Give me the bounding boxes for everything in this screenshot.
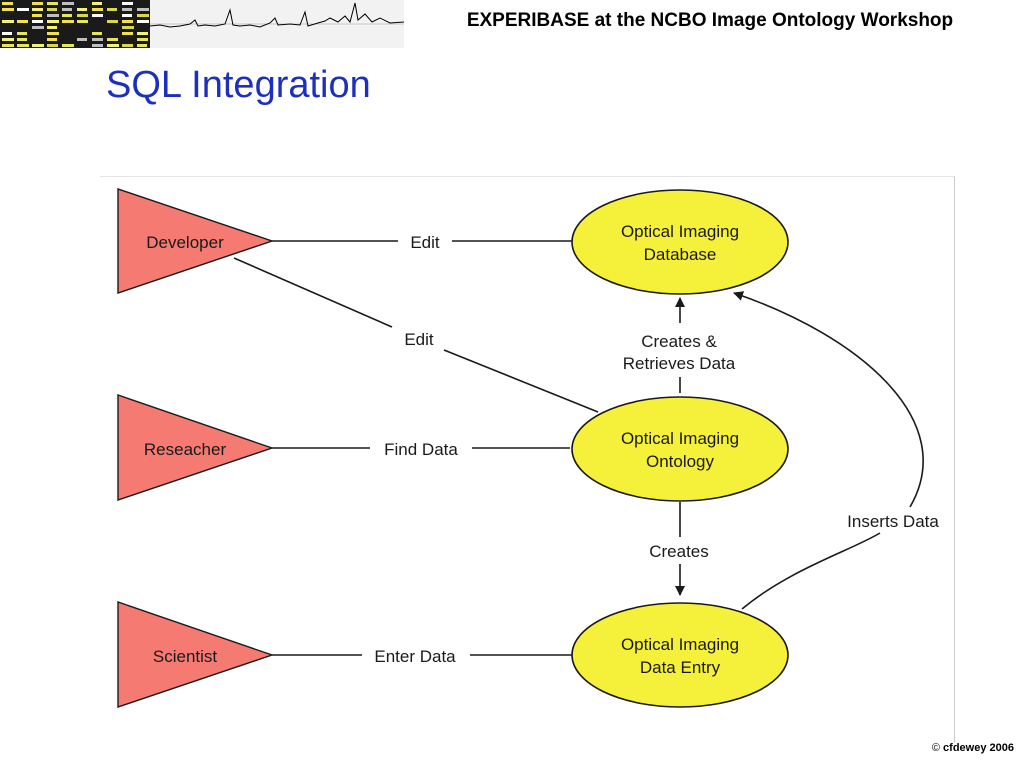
slide-title: SQL Integration [106,64,371,106]
blot-cell [47,14,59,17]
blot-cell [107,38,118,41]
blot-cell [2,20,14,23]
blot-cell [32,44,44,47]
blot-cell [137,44,147,47]
blot-cell [32,20,43,23]
edge-entry-database-lower [741,532,881,610]
edge-label-developer-ontology: Edit [404,330,434,349]
blot-cell [2,2,13,5]
blot-cell [17,32,27,35]
edge-developer-ontology-upper [233,257,393,328]
banner-graphic [0,0,404,48]
researcher-actor-shape [117,394,275,501]
copyright-mark: © [931,742,940,754]
blot-cell [122,14,132,17]
spectrum-trace [149,2,404,28]
ontology-label-line2: Ontology [646,452,715,471]
ontology-node-shape [571,396,789,502]
blot-cell [77,20,88,23]
blot-cell [32,26,44,29]
blot-cell [47,8,57,11]
blot-cell [47,38,57,41]
edge-entry-database-upper [733,291,924,508]
blot-cell [122,2,133,5]
blot-cell [2,44,14,47]
presentation-header: EXPERIBASE at the NCBO Image Ontology Wo… [466,10,954,31]
blot-cell [17,20,28,23]
blot-cell [122,44,133,47]
blot-cell [92,38,103,41]
blot-cell [137,14,149,17]
ontology-label-line1: Optical Imaging [621,429,739,448]
database-node-shape [571,189,789,295]
integration-diagram: Developer Reseacher Scientist Optical Im… [117,188,939,708]
developer-actor-shape [117,188,275,294]
blot-cell [32,2,43,5]
developer-label: Developer [146,233,224,252]
blot-cell [2,32,12,35]
edge-developer-ontology-lower [443,349,599,413]
blot-cell [107,8,117,11]
blot-cell [32,14,42,17]
database-label-line1: Optical Imaging [621,222,739,241]
blot-cell [77,14,88,17]
blot-cell [122,8,132,11]
data-entry-node-shape [571,602,789,708]
blot-cell [92,44,103,47]
blot-cell [77,8,87,11]
blot-cell [32,8,43,11]
blot-cell [107,44,119,47]
blot-cell [62,20,74,23]
blot-cell [77,38,87,41]
blot-cell [92,32,102,35]
blot-cell [47,20,59,23]
blot-cell [122,32,133,35]
scientist-actor-shape [117,601,275,708]
blot-cell [107,20,118,23]
blot-cell [137,38,148,41]
blot-cell [2,38,14,41]
blot-cell [92,8,103,11]
blot-cell [92,14,103,17]
edge-label-ontology-database-line2: Retrieves Data [623,354,736,373]
blot-cell [92,2,102,5]
edge-label-ontology-data-entry: Creates [649,542,709,561]
blot-cell [62,14,72,17]
copyright-text: cfdewey 2006 [940,742,1014,754]
researcher-label: Reseacher [144,440,227,459]
data-entry-label-line2: Data Entry [640,658,721,677]
blot-cell [122,20,133,23]
blot-cell [2,8,14,11]
blot-cell [17,8,29,11]
scientist-label: Scientist [153,647,218,666]
blot-cell [122,26,134,29]
edge-label-ontology-database-line1: Creates & [641,332,717,351]
blot-cell [137,8,149,11]
blot-cell [137,32,148,35]
blot-cell [62,2,74,5]
copyright-notice: © cfdewey 2006 [932,742,1014,754]
blot-cell [47,2,58,5]
diagram-frame: Developer Reseacher Scientist Optical Im… [100,176,955,743]
blot-cell [137,20,149,23]
data-entry-label-line1: Optical Imaging [621,635,739,654]
blot-cell [17,38,27,41]
edge-label-scientist-data-entry: Enter Data [374,647,456,666]
edge-label-developer-database: Edit [410,233,440,252]
blot-cell [17,44,29,47]
blot-cell [62,44,74,47]
edge-label-researcher-ontology: Find Data [384,440,458,459]
edge-label-data-entry-database: Inserts Data [847,512,939,531]
blot-cell [62,8,72,11]
database-label-line2: Database [644,245,717,264]
blot-cell [47,26,57,29]
header-banner-image [0,0,404,48]
blot-cell [47,44,58,47]
blot-cell [47,32,59,35]
